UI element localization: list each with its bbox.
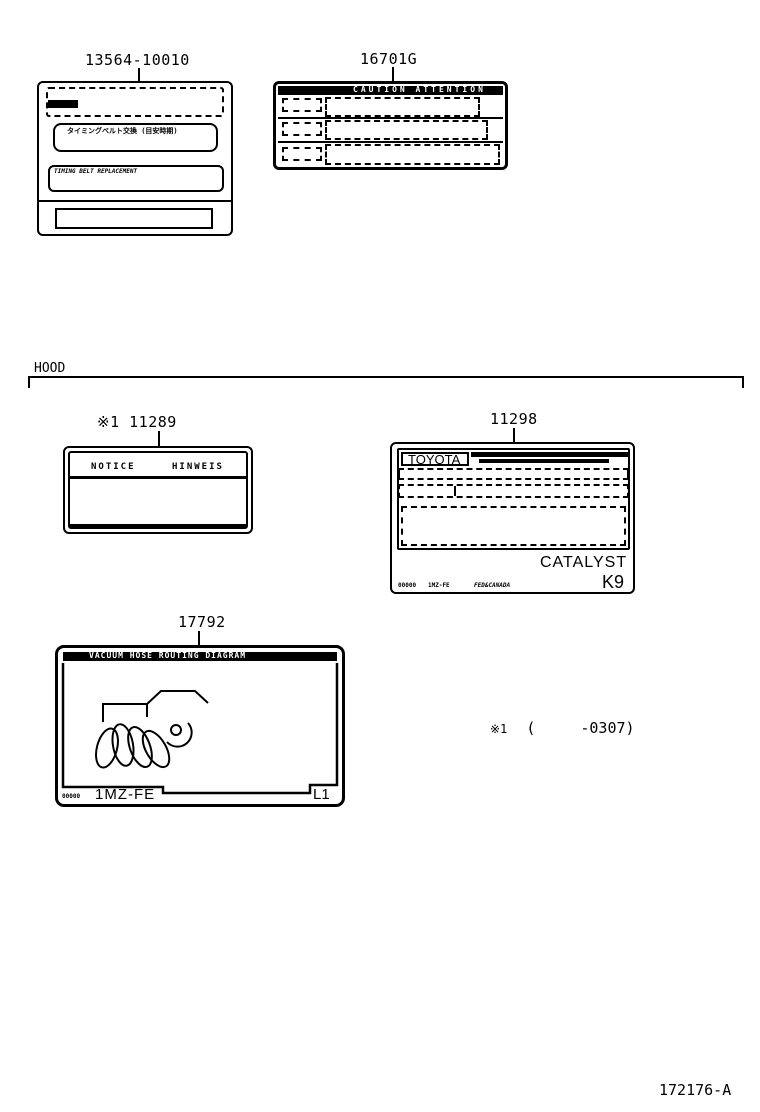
leader-line [513,428,515,444]
label-icon-box [282,98,322,112]
section-title-hood: HOOD [34,361,66,376]
label-spec-line [479,459,609,463]
label-icon-box [282,122,322,136]
label-panel-top [46,87,224,117]
label-header-rule [70,476,246,479]
label-info-panel [401,506,626,546]
label-info-row [398,468,629,480]
label-row-divider [278,117,503,119]
part-number-16701G: 16701G [360,50,418,68]
label-header-vacuum: VACUUM HOSE ROUTING DIAGRAM [89,651,247,660]
label-header-caution: CAUTION ATTENTION [353,85,486,94]
label-text-box [325,97,480,117]
label-row-divider [278,141,503,143]
leader-line [392,67,394,82]
part-number-13564-10010: 13564-10010 [85,51,190,69]
label-brand-toyota: TOYOTA [408,452,461,467]
label-footer-engine: 1MZ-FE [428,582,450,589]
label-header-hinweis: HINWEIS [172,462,224,472]
label-footer-code: 00000 [398,582,417,589]
label-footer-code: 00000 [62,793,81,800]
label-engine-1mz-fe: 1MZ-FE [95,786,156,803]
label-divider [37,200,233,202]
label-13564-10010[interactable]: タイミングベルト交換 (目安時期) TIMING BELT REPLACEMEN… [37,81,233,236]
label-16701G[interactable]: CAUTION ATTENTION [273,81,508,170]
label-spec-line [471,452,628,457]
section-bracket-right [742,376,744,388]
label-inner-frame: NOTICE HINWEIS [68,451,248,529]
label-inner-frame: TOYOTA [397,448,630,550]
vacuum-diagram-illustration [61,663,339,795]
label-panel-timing-belt: TIMING BELT REPLACEMENT [48,165,224,192]
footnote-open-paren: ( [526,719,536,737]
label-footer-region: FED&CANADA [474,582,511,589]
label-11289[interactable]: NOTICE HINWEIS [63,446,253,534]
section-bracket-left [28,376,30,388]
label-brand-box: TOYOTA [401,452,469,467]
label-code-k9: K9 [602,572,625,592]
footnote: ※1 ( -0307) [490,719,635,737]
label-footer-rule [70,524,246,527]
footnote-range: -0307) [580,719,635,737]
label-header-notice: NOTICE [91,462,136,472]
part-number-11289: ※1 11289 [97,413,177,431]
label-blank-panel [55,208,213,229]
leader-line [198,631,200,646]
footnote-marker: ※1 [97,413,120,431]
label-11298[interactable]: TOYOTA CATALYST K9 00000 1MZ-FE FED&CANA… [390,442,635,594]
label-catalyst: CATALYST [540,554,628,571]
label-header-bar: VACUUM HOSE ROUTING DIAGRAM [63,651,337,661]
figure-id: 172176-A [659,1081,732,1099]
label-row-tick [454,486,456,496]
label-tag [48,100,78,108]
footnote-marker: ※1 [490,722,508,736]
label-text-box [325,144,500,165]
label-text-timing-belt: TIMING BELT REPLACEMENT [54,168,138,175]
part-number-11298: 11298 [490,410,538,428]
leader-line [158,431,160,446]
leader-line [138,68,140,82]
label-info-row [398,484,629,498]
label-code-l1: L1 [313,786,330,803]
part-number-17792: 17792 [178,613,226,631]
label-icon-box [282,147,322,161]
label-text-box [325,120,488,140]
label-17792[interactable]: VACUUM HOSE ROUTING DIAGRAM 00000 1MZ-FE… [55,645,345,807]
label-jp-line: タイミングベルト交換 (目安時期) [67,127,178,135]
section-bracket-top [28,376,744,378]
label-header-bar: CAUTION ATTENTION [278,85,503,95]
part-number-value: 11289 [129,413,177,431]
label-panel-timing: タイミングベルト交換 (目安時期) [53,123,218,152]
